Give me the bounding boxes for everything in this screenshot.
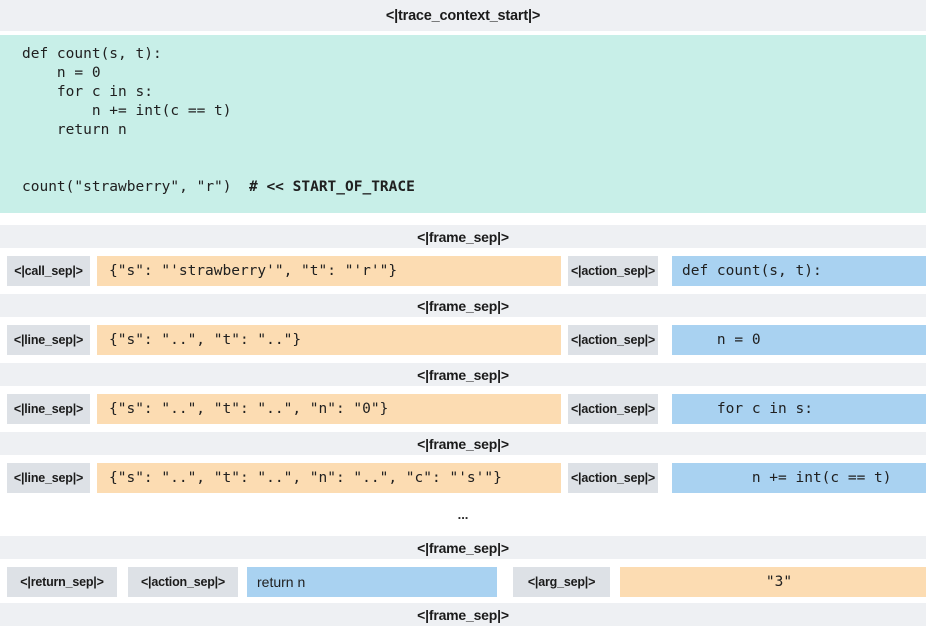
trace-frames: <|frame_sep|> <|call_sep|> {"s": "'straw… xyxy=(0,225,926,626)
call-sep-token: <|call_sep|> xyxy=(7,256,90,286)
frame-action-code: n += int(c == t) xyxy=(672,463,926,493)
source-code: def count(s, t): n = 0 for c in s: n += … xyxy=(22,45,926,197)
frame-state-dict: {"s": "..", "t": "..", "n": "0"} xyxy=(97,394,561,424)
action-sep-token: <|action_sep|> xyxy=(128,567,238,597)
frame-sep-token: <|frame_sep|> xyxy=(417,606,509,623)
omitted-frames-ellipsis: ... xyxy=(457,507,469,522)
action-sep-token: <|action_sep|> xyxy=(568,463,658,493)
frame-sep-token: <|frame_sep|> xyxy=(417,435,509,452)
frame-sep-token: <|frame_sep|> xyxy=(417,228,509,245)
action-sep-token: <|action_sep|> xyxy=(568,325,658,355)
source-code-text: def count(s, t): n = 0 for c in s: n += … xyxy=(22,46,232,195)
trace-context-start-token: <|trace_context_start|> xyxy=(385,7,541,24)
line-sep-token: <|line_sep|> xyxy=(7,325,90,355)
source-code-block: def count(s, t): n = 0 for c in s: n += … xyxy=(0,35,926,213)
trace-context-start-bar: <|trace_context_start|> xyxy=(0,0,926,31)
trace-frame-row: <|call_sep|> {"s": "'strawberry'", "t": … xyxy=(7,256,926,286)
frame-sep-token: <|frame_sep|> xyxy=(417,366,509,383)
start-of-trace-marker: # << START_OF_TRACE xyxy=(248,179,415,195)
return-frame-row: <|return_sep|> <|action_sep|> return n <… xyxy=(7,567,926,597)
line-sep-token: <|line_sep|> xyxy=(7,463,90,493)
trace-frame-row: <|line_sep|> {"s": "..", "t": "..", "n":… xyxy=(7,394,926,424)
frame-action-code: n = 0 xyxy=(672,325,926,355)
frame-sep-token: <|frame_sep|> xyxy=(417,297,509,314)
action-sep-token: <|action_sep|> xyxy=(568,256,658,286)
frame-action-code: for c in s: xyxy=(672,394,926,424)
frame-state-dict: {"s": "..", "t": ".."} xyxy=(97,325,561,355)
frame-sep-bar: <|frame_sep|> xyxy=(0,432,926,455)
frame-sep-bar: <|frame_sep|> xyxy=(0,294,926,317)
frame-sep-bar: <|frame_sep|> xyxy=(0,225,926,248)
return-value: "3" xyxy=(620,567,926,597)
trace-frame-row: <|line_sep|> {"s": "..", "t": "..", "n":… xyxy=(7,463,926,493)
frame-action-code: def count(s, t): xyxy=(672,256,926,286)
frame-sep-bar: <|frame_sep|> xyxy=(0,363,926,386)
frame-state-dict: {"s": "'strawberry'", "t": "'r'"} xyxy=(97,256,561,286)
action-sep-token: <|action_sep|> xyxy=(568,394,658,424)
frame-sep-token: <|frame_sep|> xyxy=(417,539,509,556)
frame-sep-bar: <|frame_sep|> xyxy=(0,536,926,559)
return-action-code: return n xyxy=(247,567,497,597)
frame-state-dict: {"s": "..", "t": "..", "n": "..", "c": "… xyxy=(97,463,561,493)
frame-sep-bar: <|frame_sep|> xyxy=(0,603,926,626)
arg-sep-token: <|arg_sep|> xyxy=(513,567,610,597)
trace-frame-row: <|line_sep|> {"s": "..", "t": ".."} <|ac… xyxy=(7,325,926,355)
return-sep-token: <|return_sep|> xyxy=(7,567,117,597)
line-sep-token: <|line_sep|> xyxy=(7,394,90,424)
